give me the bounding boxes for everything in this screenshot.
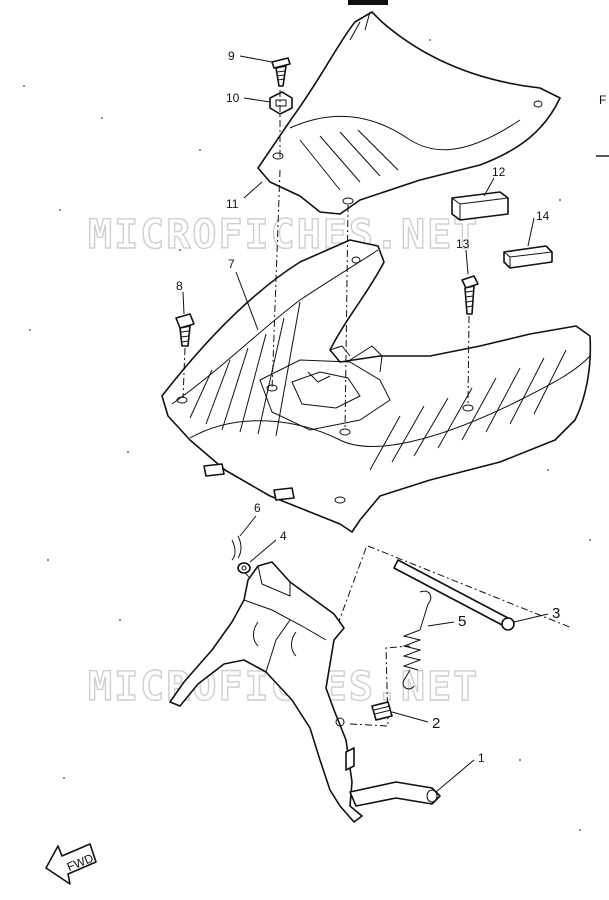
callout-1: 1 <box>435 751 485 793</box>
part-12-damper <box>451 191 509 221</box>
callout-8: 8 <box>176 279 185 315</box>
callout-4: 4 <box>249 529 287 563</box>
callout-3: 3 <box>513 605 560 623</box>
center-stand <box>169 561 441 823</box>
callout-9: 9 <box>228 49 273 63</box>
svg-text:6: 6 <box>254 501 261 515</box>
svg-text:2: 2 <box>432 715 440 732</box>
svg-text:1: 1 <box>478 751 485 765</box>
assembly-lines <box>182 90 573 727</box>
svg-text:4: 4 <box>280 529 287 543</box>
callout-13: 13 <box>456 237 470 275</box>
svg-text:10: 10 <box>226 91 240 105</box>
part-14-damper <box>503 245 553 269</box>
part-4-washer <box>237 562 251 574</box>
edge-label: F <box>599 93 606 107</box>
fwd-arrow-icon: FWD <box>45 843 97 885</box>
svg-text:9: 9 <box>228 49 235 63</box>
callout-7: 7 <box>228 257 259 331</box>
svg-text:12: 12 <box>492 165 506 179</box>
svg-text:13: 13 <box>456 237 470 251</box>
svg-text:14: 14 <box>536 209 550 223</box>
callout-2: 2 <box>391 711 440 732</box>
callout-5: 5 <box>427 613 466 630</box>
callout-11: 11 <box>226 181 263 211</box>
callout-12: 12 <box>483 165 506 197</box>
svg-text:3: 3 <box>552 605 560 622</box>
part-8-bolt <box>175 313 195 347</box>
callout-6: 6 <box>239 501 261 537</box>
part-11-floor-cover <box>257 11 561 215</box>
part-13-bolt <box>461 275 479 315</box>
part-2-collar <box>371 701 393 721</box>
part-5-spring <box>402 590 432 690</box>
callout-10: 10 <box>226 91 271 105</box>
part-7-floor-board <box>161 239 592 533</box>
part-10-nut <box>269 91 293 115</box>
svg-text:8: 8 <box>176 279 183 293</box>
scan-specks <box>23 39 591 831</box>
top-edge-mark <box>348 0 388 5</box>
part-9-screw <box>271 57 291 87</box>
svg-text:5: 5 <box>458 613 466 630</box>
part-3-shaft <box>393 559 515 631</box>
part-6-cotter-pin <box>231 535 242 561</box>
watermark-top: MICROFICHES.NET <box>88 212 479 258</box>
callout-14: 14 <box>527 209 550 247</box>
svg-text:11: 11 <box>226 197 239 211</box>
svg-text:7: 7 <box>228 257 235 271</box>
